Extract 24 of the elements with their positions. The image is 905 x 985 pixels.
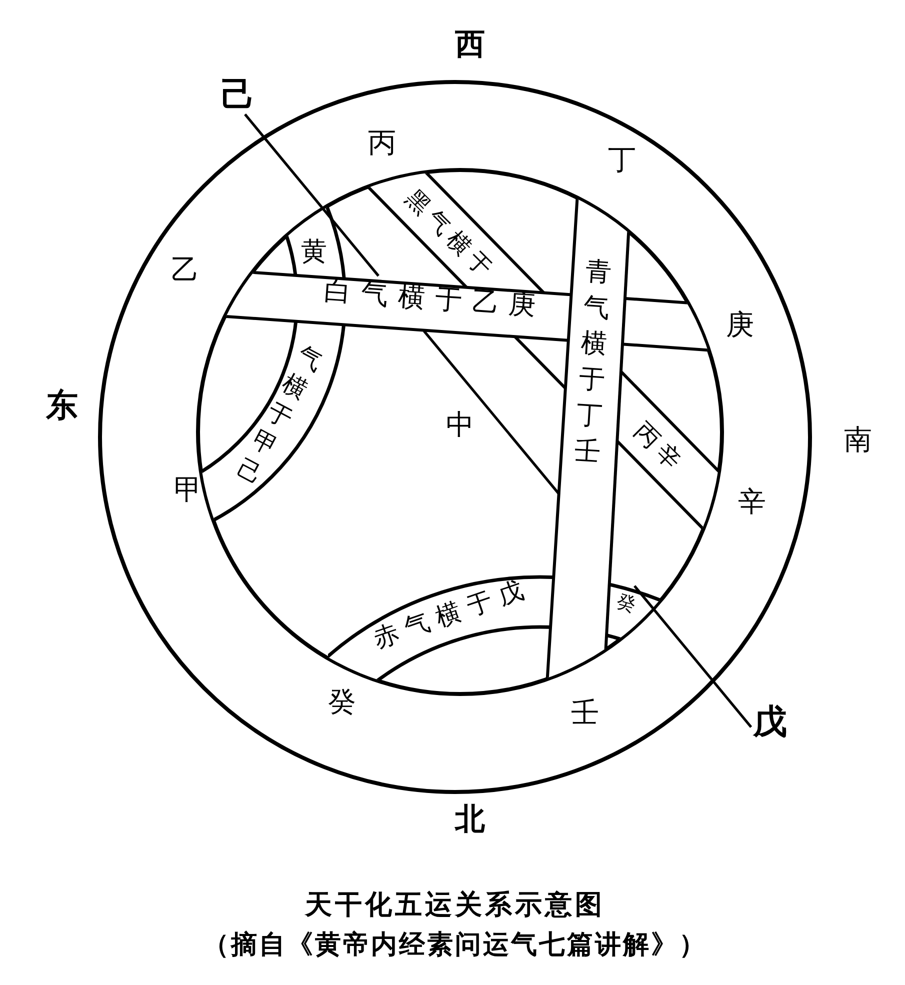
direction-label: 中: [446, 411, 474, 439]
band-text: 赤气横于戊: [370, 574, 534, 652]
caption: （摘自《黄帝内经素问运气七篇讲解》）: [203, 932, 707, 958]
leader-line: [244, 113, 380, 277]
stem-label: 丁: [608, 146, 636, 174]
stem-label: 丙: [368, 129, 396, 157]
leader-line: [634, 585, 752, 728]
stem-label: 壬: [571, 699, 599, 727]
direction-label: 南: [844, 426, 872, 454]
stem-label: 癸: [328, 688, 356, 716]
stem-label: 庚: [726, 311, 754, 339]
direction-label: 北: [455, 805, 485, 835]
stem-label: 甲: [174, 476, 202, 504]
band-text: 气横于甲己: [232, 340, 328, 492]
stem-label: 己: [221, 78, 255, 112]
band-text: 癸: [614, 592, 638, 616]
stem-label: 辛: [738, 488, 766, 516]
stem-label: 乙: [171, 256, 199, 284]
direction-label: 西: [455, 30, 485, 60]
band-text: 青气横于丁壬: [572, 255, 614, 470]
band-text: 丙辛: [630, 418, 690, 478]
title: 天干化五运关系示意图: [305, 892, 605, 918]
band-text: 黄: [301, 239, 327, 265]
direction-label: 东: [46, 389, 78, 421]
